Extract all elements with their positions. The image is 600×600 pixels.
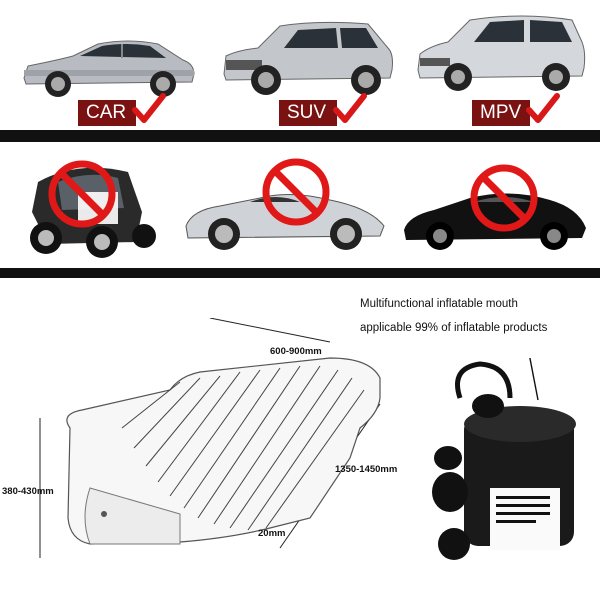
width-dimension-label: 600-900mm (270, 346, 322, 357)
prohibited-icon (262, 158, 330, 226)
sedan-car-image (23, 40, 195, 97)
prohibited-icon (48, 160, 116, 228)
check-icon (333, 93, 367, 123)
unsuitable-vehicles-row (0, 142, 600, 268)
pump-note-line1: Multifunctional inflatable mouth (360, 298, 518, 310)
check-icon (526, 93, 560, 123)
suv-label: SUV (279, 100, 337, 126)
sports-coupe-image (404, 193, 586, 250)
suitable-vehicles-row: CAR SUV MPV (0, 0, 600, 130)
divider-band-bottom (0, 268, 600, 278)
pump-note-line2: applicable 99% of inflatable products (360, 322, 548, 334)
product-section: 600-900mm 1350-1450mm 380-430mm 20mm Mul… (0, 278, 600, 600)
suv-car-image (223, 21, 393, 95)
prohibited-icon (470, 164, 538, 232)
height-dimension-label: 380-430mm (2, 486, 54, 497)
air-pump-image (432, 358, 576, 560)
length-dimension-label: 1350-1450mm (335, 464, 398, 475)
divider-band-top (0, 130, 600, 142)
mpv-label: MPV (472, 100, 530, 126)
car-label: CAR (78, 100, 136, 126)
check-icon (132, 93, 166, 123)
mpv-car-image (417, 15, 586, 91)
inflatable-mattress-image (39, 318, 381, 558)
thickness-dimension-label: 20mm (258, 528, 286, 539)
roadster-image (185, 193, 385, 250)
